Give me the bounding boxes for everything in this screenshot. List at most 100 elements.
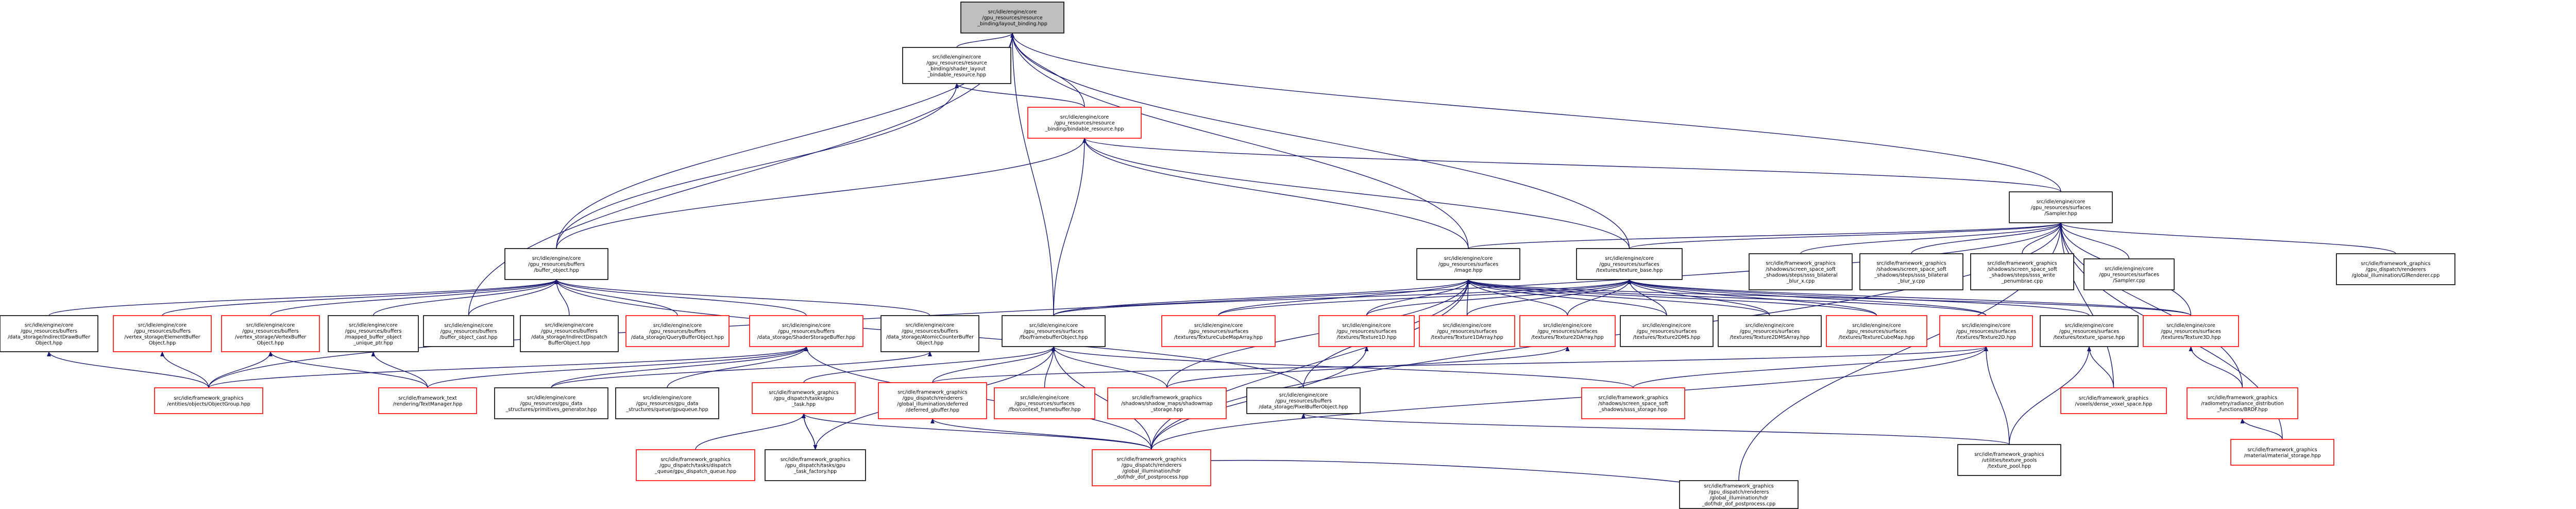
file-node-tex-2dms[interactable]: src/idle/engine/core/gpu_resources/surfa… bbox=[1620, 315, 1714, 347]
edge-text-manager-to-mapped-buffer bbox=[371, 351, 428, 388]
file-node-vertex-buffer[interactable]: src/idle/engine/core/gpu_resources/buffe… bbox=[221, 315, 320, 352]
node-label-line: src/idle/framework_graphics bbox=[1598, 395, 1668, 401]
node-label-line: src/idle/engine/core bbox=[532, 256, 581, 261]
node-label-line: /textures/Texture3D.hpp bbox=[2161, 335, 2221, 340]
node-label-line: /gpu_resources/surfaces bbox=[1956, 329, 2016, 335]
node-box bbox=[765, 449, 866, 481]
node-box bbox=[902, 47, 1011, 84]
file-node-buffer-cast[interactable]: src/idle/engine/core/gpu_resources/buffe… bbox=[423, 315, 514, 347]
node-box bbox=[1718, 315, 1822, 347]
file-node-element-buffer[interactable]: src/idle/engine/core/gpu_resources/buffe… bbox=[113, 315, 212, 352]
edge-tex-3d-to-image-hpp bbox=[1466, 279, 2192, 316]
file-node-atomic-counter[interactable]: src/idle/engine/core/gpu_resources/buffe… bbox=[880, 315, 979, 352]
file-node-tex-1d[interactable]: src/idle/engine/core/gpu_resources/surfa… bbox=[1318, 315, 1415, 347]
file-node-tex-2dms-array[interactable]: src/idle/engine/core/gpu_resources/surfa… bbox=[1718, 315, 1822, 347]
file-node-dispatch-queue[interactable]: src/idle/framework_graphics/gpu_dispatch… bbox=[636, 449, 755, 481]
file-node-gpu-queue[interactable]: src/idle/engine/core/gpu_resources/gpu_d… bbox=[615, 387, 719, 419]
edge-indirect-draw-to-buffer-object bbox=[48, 279, 558, 316]
file-node-root[interactable]: src/idle/engine/core/gpu_resources/resou… bbox=[960, 2, 1064, 34]
edge-dof-hpp-to-framebuffer bbox=[1052, 346, 1152, 450]
file-node-shader-storage[interactable]: src/idle/engine/core/gpu_resources/buffe… bbox=[749, 315, 863, 347]
node-box bbox=[113, 315, 212, 352]
file-node-text-manager[interactable]: src/idle/framework_text/rendering/TextMa… bbox=[378, 387, 477, 414]
edge-object-group-to-vertex-buffer bbox=[208, 351, 273, 388]
file-node-buffer-object[interactable]: src/idle/engine/core/gpu_resources/buffe… bbox=[504, 248, 608, 280]
node-label-line: /shadows/screen_space_soft bbox=[1876, 267, 1946, 272]
file-node-tex-2d[interactable]: src/idle/engine/core/gpu_resources/surfa… bbox=[1939, 315, 2033, 347]
node-label-line: src/idle/framework_graphics bbox=[1987, 260, 2057, 266]
edge-brdf-to-tex-3d bbox=[2189, 346, 2243, 388]
file-node-deferred-gbuffer[interactable]: src/idle/framework_graphics/gpu_dispatch… bbox=[878, 382, 987, 419]
node-label-line: /gpu_resources/surfaces bbox=[2161, 329, 2221, 335]
file-nodes: src/idle/engine/core/gpu_resources/resou… bbox=[0, 2, 2455, 509]
edge-object-group-to-sampler-hpp bbox=[208, 222, 2063, 388]
file-node-tex-2d-array[interactable]: src/idle/engine/core/gpu_resources/surfa… bbox=[1519, 315, 1616, 347]
edge-vertex-buffer-to-buffer-object bbox=[270, 279, 558, 316]
file-node-prims-gen[interactable]: src/idle/engine/core/gpu_resources/gpu_d… bbox=[494, 387, 608, 419]
node-label-line: src/idle/framework_graphics bbox=[2208, 395, 2277, 401]
file-node-tex-sparse[interactable]: src/idle/engine/core/gpu_resources/surfa… bbox=[2040, 315, 2139, 347]
file-node-tex-cubemap[interactable]: src/idle/engine/core/gpu_resources/surfa… bbox=[1826, 315, 1927, 347]
file-node-ssss-storage[interactable]: src/idle/framework_graphics/shadows/scre… bbox=[1581, 387, 1685, 419]
file-node-bindable[interactable]: src/idle/engine/core/gpu_resources/resou… bbox=[1027, 107, 1142, 139]
file-node-material-storage[interactable]: src/idle/framework_graphics/material/mat… bbox=[2230, 439, 2334, 466]
file-node-pixel-buffer[interactable]: src/idle/engine/core/gpu_resources/buffe… bbox=[1246, 387, 1361, 414]
file-node-sampler-hpp[interactable]: src/idle/engine/core/gpu_resources/surfa… bbox=[2009, 191, 2113, 223]
file-node-image-hpp[interactable]: src/idle/engine/core/gpu_resources/surfa… bbox=[1416, 248, 1520, 280]
edge-sampler-hpp-to-bindable bbox=[1082, 138, 2061, 192]
file-node-object-group[interactable]: src/idle/framework_graphics/entities/obj… bbox=[154, 387, 263, 414]
file-node-mapped-buffer[interactable]: src/idle/engine/core/gpu_resources/buffe… bbox=[328, 315, 419, 352]
file-node-context-fb[interactable]: src/idle/engine/core/gpu_resources/surfa… bbox=[994, 387, 1095, 419]
node-label-line: _shadows/ssss_storage.hpp bbox=[1599, 407, 1667, 413]
edge-tex-2d-array-to-texture-base bbox=[1567, 279, 1632, 316]
file-node-gpu-task[interactable]: src/idle/framework_graphics/gpu_dispatch… bbox=[752, 382, 856, 414]
node-label-line: /textures/Texture2DMSArray.hpp bbox=[1730, 335, 1809, 340]
node-box bbox=[2040, 315, 2139, 347]
file-node-tex-1d-array[interactable]: src/idle/engine/core/gpu_resources/surfa… bbox=[1419, 315, 1515, 347]
file-node-gi-renderer[interactable]: src/idle/framework_graphics/gpu_dispatch… bbox=[2336, 253, 2455, 285]
file-node-dof-hpp[interactable]: src/idle/framework_graphics/gpu_dispatch… bbox=[1092, 449, 1211, 486]
file-node-shadowmap[interactable]: src/idle/framework_graphics/shadows/shad… bbox=[1107, 387, 1227, 419]
file-node-framebuffer[interactable]: src/idle/engine/core/gpu_resources/surfa… bbox=[1002, 315, 1106, 347]
node-label-line: /utilities/texture_pools bbox=[1982, 458, 2037, 464]
file-node-sss-bilat-y[interactable]: src/idle/framework_graphics/shadows/scre… bbox=[1859, 253, 1963, 290]
edge-voxel-space-to-sampler-hpp bbox=[2059, 222, 2114, 388]
file-node-query-buffer[interactable]: src/idle/engine/core/gpu_resources/buffe… bbox=[625, 315, 730, 347]
file-node-shader-layout[interactable]: src/idle/engine/core/gpu_resources/resou… bbox=[902, 47, 1011, 84]
node-label-line: _functions/BRDF.hpp bbox=[2216, 407, 2267, 413]
node-label-line: src/idle/engine/core bbox=[1194, 323, 1243, 329]
node-label-line: Object.hpp bbox=[257, 340, 284, 346]
file-node-indirect-draw[interactable]: src/idle/engine/core/gpu_resources/buffe… bbox=[0, 315, 98, 352]
node-box bbox=[1246, 387, 1361, 414]
node-label-line: src/idle/framework_graphics bbox=[1132, 395, 1201, 401]
file-node-tex-3d[interactable]: src/idle/engine/core/gpu_resources/surfa… bbox=[2143, 315, 2239, 347]
file-node-sss-bilat-x[interactable]: src/idle/framework_graphics/shadows/scre… bbox=[1749, 253, 1853, 290]
node-box bbox=[1970, 253, 2074, 290]
node-box bbox=[1002, 315, 1106, 347]
file-node-voxel-space[interactable]: src/idle/framework_graphics/voxels/dense… bbox=[2060, 387, 2167, 414]
node-label-line: src/idle/engine/core bbox=[782, 323, 831, 329]
node-label-line: /voxels/dense_voxel_space.hpp bbox=[2075, 401, 2153, 407]
node-label-line: /gpu_resources/buffers bbox=[902, 329, 958, 334]
node-label-line: /Sampler.cpp bbox=[2113, 278, 2145, 284]
node-label-line: /gpu_resources/buffers bbox=[541, 329, 598, 334]
file-node-task-factory[interactable]: src/idle/framework_graphics/gpu_dispatch… bbox=[765, 449, 866, 481]
file-node-texture-base[interactable]: src/idle/engine/core/gpu_resources/surfa… bbox=[1576, 248, 1683, 280]
file-node-sss-penumbrae[interactable]: src/idle/framework_graphics/shadows/scre… bbox=[1970, 253, 2074, 290]
node-label-line: _task_factory.hpp bbox=[793, 469, 837, 474]
file-node-brdf[interactable]: src/idle/framework_graphics/radiometry/r… bbox=[2187, 387, 2298, 419]
file-node-dof-cpp[interactable]: src/idle/framework_graphics/gpu_dispatch… bbox=[1679, 480, 1799, 509]
edge-dof-hpp-to-gpu-task bbox=[802, 413, 1152, 450]
file-node-sampler-cpp[interactable]: src/idle/engine/core/gpu_resources/surfa… bbox=[2083, 258, 2175, 290]
node-label-line: /data_storage/QueryBufferObject.hpp bbox=[631, 335, 724, 340]
node-label-line: src/idle/framework_graphics bbox=[1876, 260, 1946, 266]
file-node-texture-pool[interactable]: src/idle/framework_graphics/utilities/te… bbox=[1957, 444, 2061, 476]
node-label-line: /vertex_storage/ElementBuffer bbox=[124, 334, 200, 340]
file-node-tex-cubemap-array[interactable]: src/idle/engine/core/gpu_resources/surfa… bbox=[1161, 315, 1276, 347]
node-label-line: /gpu_dispatch/tasks/gpu bbox=[773, 396, 834, 402]
node-label-line: /fbo/context_framebuffer.hpp bbox=[1008, 407, 1080, 413]
node-label-line: /gpu_resources/surfaces bbox=[1637, 329, 1697, 335]
node-label-line: /gpu_resources/buffers bbox=[345, 329, 402, 334]
file-node-indirect-dispatch[interactable]: src/idle/engine/core/gpu_resources/buffe… bbox=[520, 315, 619, 352]
node-label-line: src/idle/framework_graphics bbox=[1704, 483, 1773, 489]
